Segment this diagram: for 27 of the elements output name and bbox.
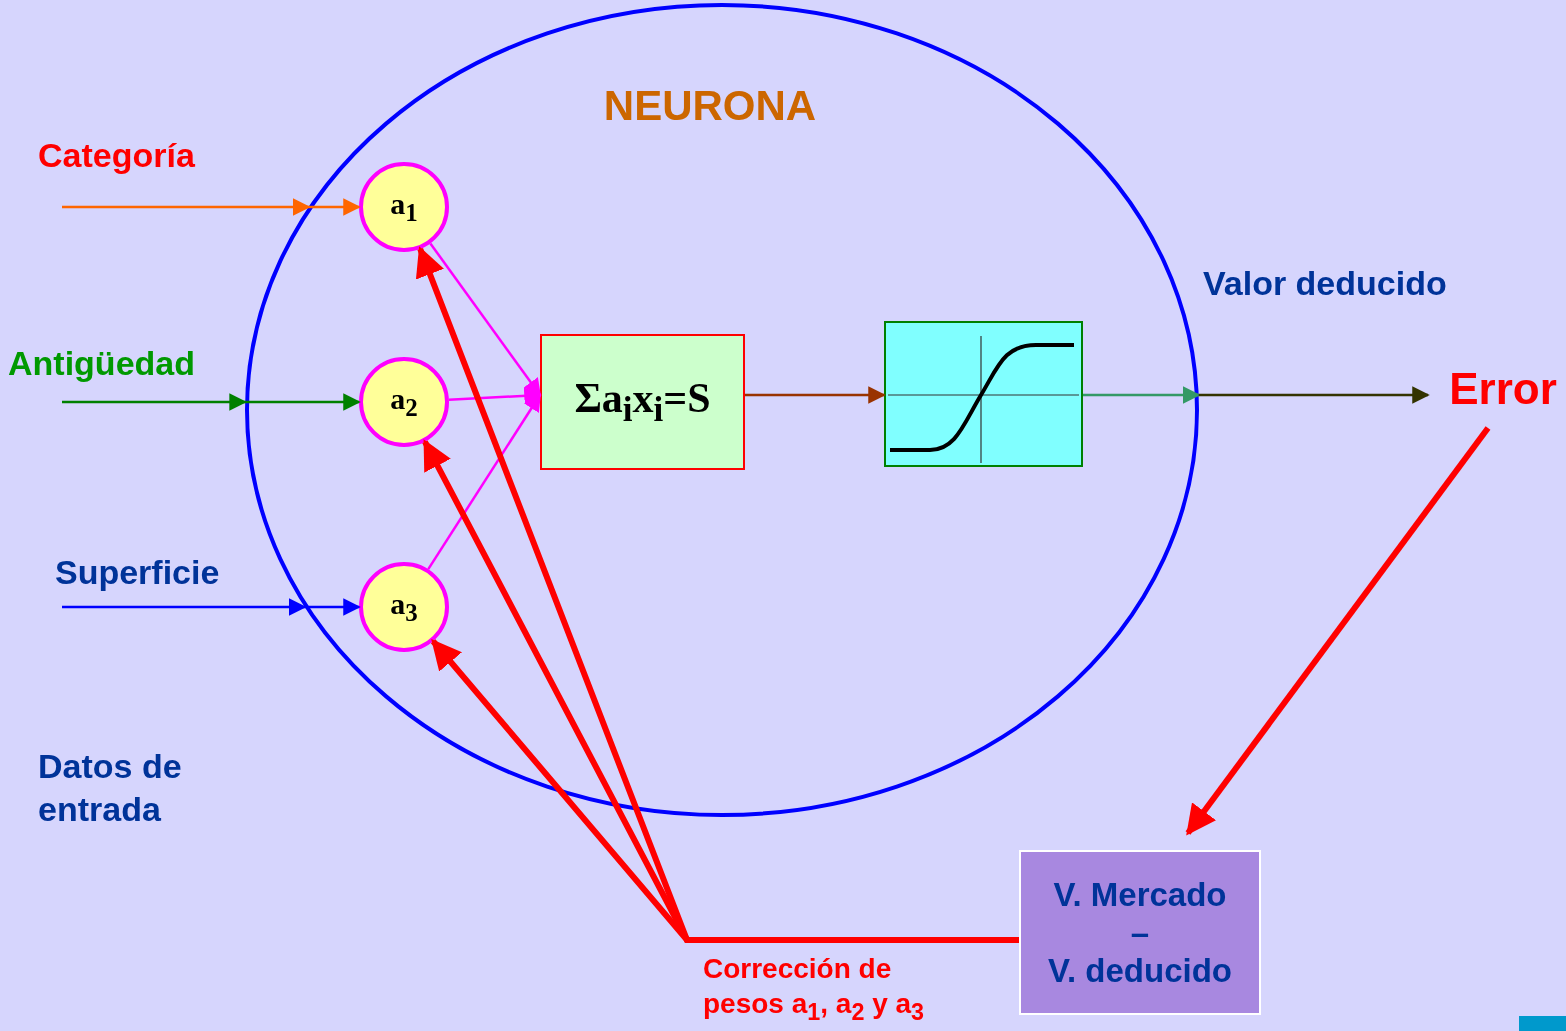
arrow — [429, 242, 542, 397]
input-label: Antigüedad — [8, 343, 196, 384]
arrow — [448, 387, 542, 405]
input-label: Categoría — [38, 135, 196, 176]
arrow — [62, 393, 361, 411]
output-label: Valor deducido — [1203, 263, 1448, 304]
difference-text: V. deducido — [1048, 951, 1232, 990]
arrow — [745, 386, 886, 404]
arrow — [62, 198, 361, 216]
neuron-title: NEURONA — [602, 82, 818, 130]
difference-text: V. Mercado — [1053, 875, 1227, 914]
weight-circle: a$_{1}$ — [359, 162, 449, 252]
difference-box — [1019, 850, 1261, 1015]
arrow — [1198, 386, 1430, 404]
weight-circle: a$_{2}$ — [359, 357, 449, 447]
correction-label: Corrección de pesos a$_{1}$, a$_{2}$ y a$_{3}$ — [703, 952, 926, 1027]
arrow — [62, 598, 361, 616]
error-text: Error — [1449, 364, 1557, 414]
input-label: Superficie — [55, 552, 221, 593]
difference-text: – — [1130, 913, 1150, 952]
group-label: Datos de entrada — [38, 746, 183, 830]
weight-circle: a$_{3}$ — [359, 562, 449, 652]
correction-arrow — [1185, 426, 1491, 836]
sum-box: Σa$_{i}$x$_{i}$=S — [540, 334, 745, 470]
arrow — [427, 393, 542, 570]
arrow — [1083, 386, 1201, 404]
sigmoid-plot-drawing — [884, 321, 1083, 467]
